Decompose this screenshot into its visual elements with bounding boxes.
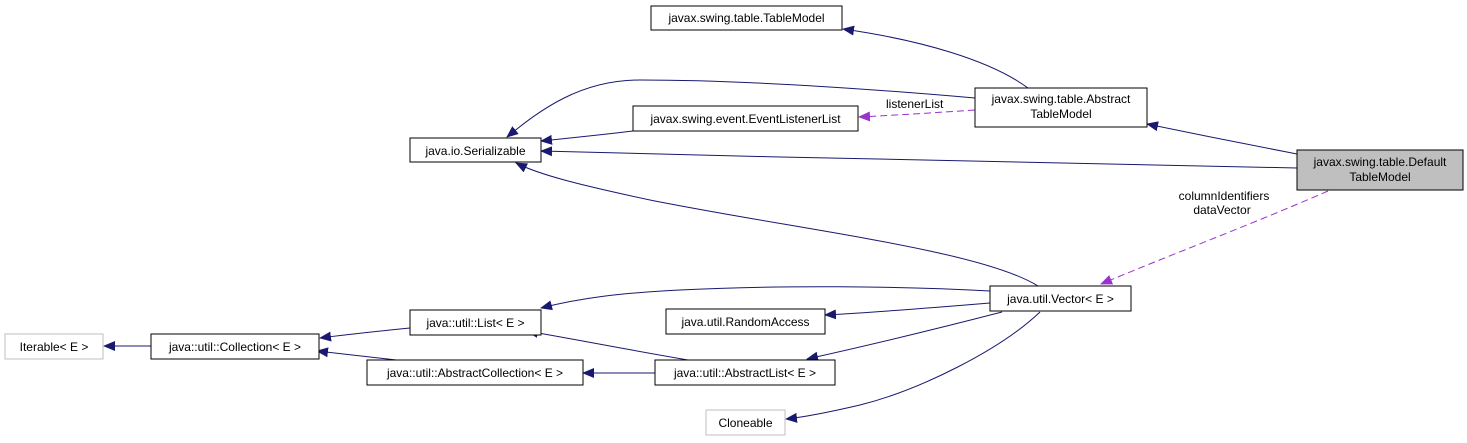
edge-defaulttablemodel-to-serializable bbox=[540, 146, 1298, 169]
edge-defaulttablemodel-to-abstracttablemodel bbox=[1146, 121, 1298, 155]
node-defaulttablemodel[interactable]: javax.swing.table.Default TableModel bbox=[1296, 149, 1464, 191]
node-label-line1: javax.swing.table.Abstract bbox=[991, 92, 1131, 106]
node-label: java::util::Collection< E > bbox=[168, 340, 301, 354]
node-tablemodel[interactable]: javax.swing.table.TableModel bbox=[650, 5, 843, 31]
node-vector[interactable]: java.util.Vector< E > bbox=[989, 285, 1132, 312]
edge-label-datavector: dataVector bbox=[1193, 203, 1250, 217]
node-label-line2: TableModel bbox=[1349, 170, 1410, 184]
node-label: java::util::List< E > bbox=[425, 316, 524, 330]
edge-abstracttablemodel-to-tablemodel bbox=[842, 25, 1029, 89]
edge-abstractlist-to-list bbox=[526, 327, 701, 363]
node-label: java.io.Serializable bbox=[424, 144, 525, 158]
node-label: java.util.RandomAccess bbox=[680, 315, 809, 329]
edge-label-listenerlist: listenerList bbox=[886, 97, 944, 111]
edge-labels: listenerList columnIdentifiers dataVecto… bbox=[886, 97, 1269, 217]
node-label: java::util::AbstractList< E > bbox=[673, 366, 816, 380]
node-cloneable[interactable]: Cloneable bbox=[705, 409, 786, 436]
node-serializable[interactable]: java.io.Serializable bbox=[409, 137, 542, 163]
edge-vector-to-abstractlist bbox=[806, 311, 1003, 362]
edge-vector-to-cloneable bbox=[785, 311, 1041, 423]
node-label-line1: javax.swing.table.Default bbox=[1313, 155, 1447, 169]
node-iterable[interactable]: Iterable< E > bbox=[4, 333, 104, 360]
node-abstractlist[interactable]: java::util::AbstractList< E > bbox=[654, 359, 836, 386]
edge-vector-to-list bbox=[540, 286, 991, 311]
edge-label-columnidentifiers: columnIdentifiers bbox=[1179, 189, 1270, 203]
node-list[interactable]: java::util::List< E > bbox=[409, 309, 542, 336]
node-label: Cloneable bbox=[718, 416, 772, 430]
edge-abstracttablemodel-to-serializable bbox=[506, 79, 976, 138]
node-randomaccess[interactable]: java.util.RandomAccess bbox=[665, 308, 826, 335]
node-eventlistenerlist[interactable]: javax.swing.event.EventListenerList bbox=[632, 105, 859, 132]
edge-list-to-collection bbox=[319, 327, 411, 342]
node-label-line2: TableModel bbox=[1030, 107, 1091, 121]
edge-vector-to-randomaccess bbox=[824, 302, 991, 320]
edge-abstracttablemodel-uses-eventlistenerlist bbox=[858, 109, 976, 122]
edge-vector-to-serializable bbox=[515, 162, 1039, 287]
edge-defaulttablemodel-uses-vector bbox=[1100, 190, 1329, 285]
node-label: Iterable< E > bbox=[20, 340, 89, 354]
edge-eventlistenerlist-to-serializable bbox=[540, 130, 634, 145]
nodes: javax.swing.table.TableModel javax.swing… bbox=[4, 5, 1464, 436]
node-abstractcollection[interactable]: java::util::AbstractCollection< E > bbox=[366, 359, 584, 386]
node-collection[interactable]: java::util::Collection< E > bbox=[150, 333, 320, 360]
node-label: javax.swing.event.EventListenerList bbox=[649, 112, 841, 126]
node-label: javax.swing.table.TableModel bbox=[667, 11, 824, 25]
node-label: java.util.Vector< E > bbox=[1006, 292, 1114, 306]
edges bbox=[103, 25, 1329, 423]
node-label: java::util::AbstractCollection< E > bbox=[386, 366, 563, 380]
node-abstracttablemodel[interactable]: javax.swing.table.Abstract TableModel bbox=[974, 87, 1148, 128]
